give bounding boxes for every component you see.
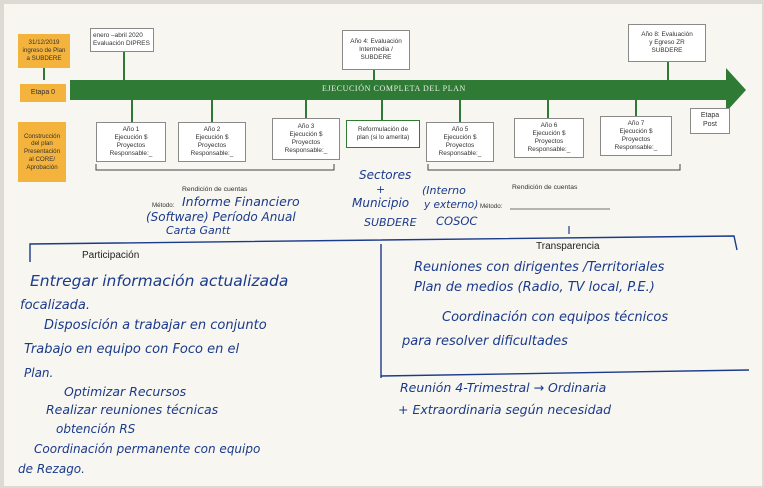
year1-box: Año 1 Ejecución $ Proyectos Responsable:… <box>96 122 166 162</box>
transparencia-line-4: para resolver dificultades <box>402 334 568 349</box>
start-date-box: 31/12/2019 ingreso de Plan a SUBDERE <box>18 34 70 68</box>
metodo-gantt: Carta Gantt <box>166 224 231 237</box>
dipres-evaluation-box: enero –abril 2020 Evaluación DIPRES <box>90 28 154 52</box>
year7-box: Año 7 Ejecución $ Proyectos Responsable:… <box>600 116 672 156</box>
bracket-left <box>95 164 335 171</box>
construccion-box: Construcción del plan Presentación al CO… <box>18 122 66 182</box>
rendicion-right: Rendición de cuentas <box>512 184 578 191</box>
sectores-text: Sectores <box>359 168 412 182</box>
whiteboard-sheet: 31/12/2019 ingreso de Plan a SUBDERE ene… <box>4 4 762 486</box>
participacion-line-1: Entregar información actualizada <box>30 272 289 290</box>
year3-box: Año 3 Ejecución $ Proyectos Responsable:… <box>272 118 340 160</box>
transparencia-line-2: Plan de medios (Radio, TV local, P.E.) <box>414 280 655 295</box>
municipio-text: Municipio <box>352 196 410 210</box>
reformulacion-box: Reformulación de plan (si lo amerita) <box>346 120 420 148</box>
transparencia-heading: Transparencia <box>536 241 600 252</box>
participacion-line-7: Realizar reuniones técnicas <box>46 402 219 417</box>
interno-text: (Interno <box>422 184 466 197</box>
participacion-line-3: Disposición a trabajar en conjunto <box>44 318 267 333</box>
bracket-right <box>427 164 681 171</box>
section-bottom-line <box>380 369 750 377</box>
section-top-line <box>29 235 738 262</box>
participacion-line-10: de Rezago. <box>18 462 85 476</box>
participacion-line-6: Optimizar Recursos <box>64 384 187 399</box>
arrow-label: EJECUCIÓN COMPLETA DEL PLAN <box>322 84 466 93</box>
reunion-line-2: + Extraordinaria según necesidad <box>398 402 612 417</box>
participacion-line-8: obtención RS <box>56 422 136 436</box>
etapa0-box: Etapa 0 <box>20 84 66 102</box>
participacion-line-5: Plan. <box>24 366 54 380</box>
externo-text: y externo) <box>424 199 479 211</box>
participacion-line-9: Coordinación permanente con equipo <box>34 442 261 456</box>
diagram-lines <box>29 40 750 378</box>
transparencia-line-1: Reuniones con dirigentes /Territoriales <box>414 260 665 275</box>
year2-box: Año 2 Ejecución $ Proyectos Responsable:… <box>178 122 246 162</box>
execution-arrow <box>70 68 746 112</box>
participacion-line-4: Trabajo en equipo con Foco en el <box>24 342 240 357</box>
metodo-software: (Software) Período Anual <box>146 210 296 224</box>
plus-text: + <box>376 183 386 196</box>
year4-evaluation-box: Año 4: Evaluación Intermedia / SUBDERE <box>342 30 410 70</box>
year8-evaluation-box: Año 8: Evaluación y Egreso ZR SUBDERE <box>628 24 706 62</box>
participacion-line-2: focalizada. <box>20 298 91 313</box>
transparencia-line-3: Coordinación con equipos técnicos <box>442 310 669 325</box>
cosoc-text: COSOC <box>436 214 478 228</box>
metodo-right-label: Método: <box>480 203 503 210</box>
year5-box: Año 5 Ejecución $ Proyectos Responsable:… <box>426 122 494 162</box>
etapa-post-box: Etapa Post <box>690 108 730 134</box>
metodo-informe: Informe Financiero <box>182 194 300 209</box>
rendicion-left: Rendición de cuentas <box>182 186 248 193</box>
subdere-text: SUBDERE <box>364 216 417 229</box>
participacion-heading: Participación <box>82 250 140 261</box>
metodo-left-label: Método: <box>152 202 175 209</box>
year6-box: Año 6 Ejecución $ Proyectos Responsable:… <box>514 118 584 158</box>
reunion-line-1: Reunión 4-Trimestral → Ordinaria <box>400 380 607 395</box>
